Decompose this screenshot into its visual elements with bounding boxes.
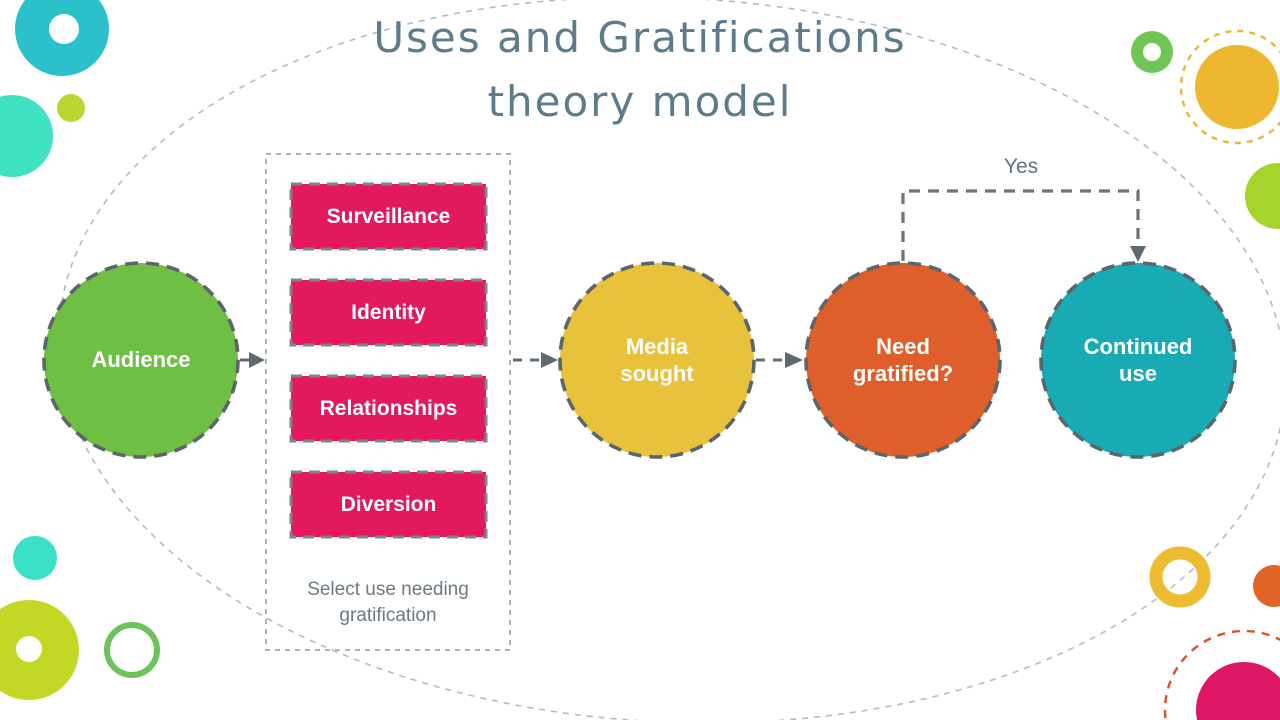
gratification-options-box [265,153,511,651]
decorative-green-donut-hole [1143,43,1161,61]
option-rect-identity [289,278,488,347]
page-title-line1: Uses and Gratifications [373,13,907,62]
arrowhead-options-to-media-icon [541,352,558,368]
decorative-yellow-circle [1195,45,1279,129]
arrowhead-yes-path-icon [1130,246,1146,262]
decorative-lime-donut-hole [16,636,42,662]
option-diversion: Diversion [291,472,486,537]
node-need-gratified-label: Need gratified? [852,333,954,387]
arrowhead-audience-to-options-icon [249,352,265,368]
decorative-lime-dot [57,94,85,122]
option-rect-surveillance [289,182,488,251]
node-circle-continued-use [1039,261,1237,459]
arrowhead-media-to-need-icon [785,352,803,368]
page-title-line2: theory model [487,77,793,126]
option-surveillance-label: Surveillance [326,204,451,228]
options-caption: Select use needing gratification [307,579,469,626]
node-need-gratified: Need gratified? [806,263,1000,457]
option-rect-relationships [289,374,488,443]
decorative-pink-circle [1196,662,1280,720]
page-title: Uses and Gratifications theory model [0,6,1280,134]
decorative-teal-donut-hole [49,14,79,44]
option-diversion-label: Diversion [340,492,437,516]
option-rect-diversion [289,470,488,539]
decorative-red-dashed-ring [1163,629,1280,720]
node-circle-audience [42,261,240,459]
yes-label: Yes [1003,155,1039,178]
option-relationships-label: Relationships [319,396,458,420]
decorative-mint-dot-bottom [13,536,57,580]
option-identity-label: Identity [351,300,426,324]
option-identity: Identity [291,280,486,345]
option-relationships: Relationships [291,376,486,441]
option-surveillance: Surveillance [291,184,486,249]
node-media-sought-label: Media sought [620,333,694,387]
decorative-green-ring [104,622,160,678]
decorative-lime-circle-right [1245,163,1280,229]
decorative-yellow-dashed-ring [1179,29,1280,145]
node-continued-use: Continued use [1041,263,1235,457]
node-audience: Audience [44,263,238,457]
node-media-sought: Media sought [560,263,754,457]
decorative-yellow-ring [1149,546,1211,608]
node-audience-label: Audience [91,347,191,373]
node-continued-use-label: Continued use [1083,333,1193,387]
decorative-orange-dot [1253,565,1280,607]
node-circle-media-sought [558,261,756,459]
decorative-mint-circle [0,95,53,177]
node-circle-need-gratified [804,261,1002,459]
arrow-yes-path [901,189,1140,261]
